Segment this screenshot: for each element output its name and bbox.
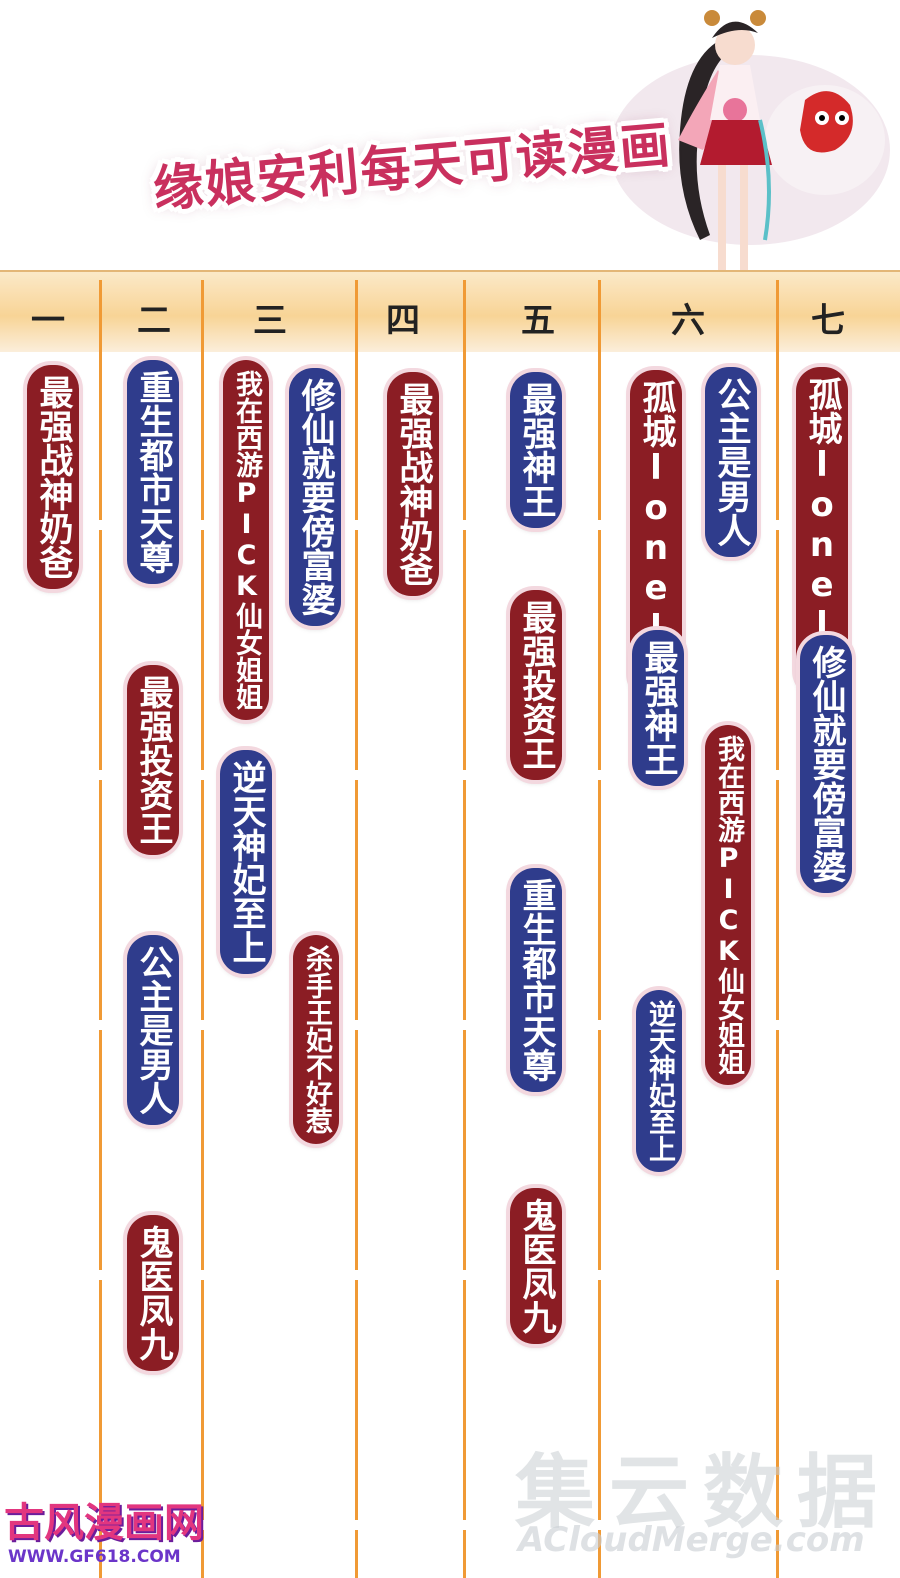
watermark-url: ACloudMerge.com bbox=[518, 1520, 865, 1560]
manga-tag[interactable]: 重生都市天尊 bbox=[510, 868, 562, 1092]
manga-tag[interactable]: 我在西游PICK仙女姐姐 bbox=[705, 725, 751, 1085]
site-logo[interactable]: 古风漫画网 bbox=[4, 1500, 204, 1546]
column-divider bbox=[99, 280, 102, 1578]
manga-tag[interactable]: 逆天神妃至上 bbox=[220, 750, 272, 974]
manga-tag[interactable]: 孤城lonely bbox=[796, 367, 848, 695]
banner-title: 缘娘安利每天可读漫画 bbox=[150, 115, 675, 219]
manga-tag[interactable]: 最强投资王 bbox=[510, 590, 562, 780]
day-label-fri: 五 bbox=[521, 301, 555, 341]
column-divider bbox=[463, 280, 466, 1578]
weekday-header-bar bbox=[0, 270, 900, 352]
manga-tag[interactable]: 最强神王 bbox=[510, 372, 562, 528]
manga-tag[interactable]: 杀手王妃不好惹 bbox=[293, 935, 339, 1144]
manga-tag[interactable]: 最强投资王 bbox=[127, 665, 179, 855]
manga-tag[interactable]: 重生都市天尊 bbox=[127, 360, 179, 584]
manga-tag[interactable]: 鬼医凤九 bbox=[510, 1188, 562, 1344]
manga-tag[interactable]: 我在西游PICK仙女姐姐 bbox=[223, 360, 269, 720]
column-divider bbox=[598, 280, 601, 1578]
manga-tag[interactable]: 最强战神奶爸 bbox=[387, 372, 439, 596]
site-url[interactable]: WWW.GF618.COM bbox=[8, 1547, 181, 1567]
manga-tag[interactable]: 公主是男人 bbox=[127, 935, 179, 1125]
watermark-text: 集云数据 bbox=[515, 1446, 891, 1539]
day-label-mon: 一 bbox=[31, 301, 65, 341]
column-divider bbox=[355, 280, 358, 1578]
day-label-tue: 二 bbox=[137, 301, 171, 341]
manga-tag[interactable]: 公主是男人 bbox=[705, 367, 757, 557]
manga-tag[interactable]: 逆天神妃至上 bbox=[636, 990, 682, 1172]
column-divider bbox=[776, 280, 779, 1578]
day-label-sun: 七 bbox=[811, 301, 845, 341]
column-divider bbox=[201, 280, 204, 1578]
manga-tag[interactable]: 修仙就要傍富婆 bbox=[800, 635, 852, 893]
manga-tag[interactable]: 鬼医凤九 bbox=[127, 1215, 179, 1371]
day-label-sat: 六 bbox=[671, 301, 705, 341]
manga-tag[interactable]: 修仙就要傍富婆 bbox=[289, 368, 341, 626]
manga-tag[interactable]: 最强战神奶爸 bbox=[27, 365, 79, 589]
day-label-wed: 三 bbox=[253, 301, 287, 341]
manga-tag[interactable]: 最强神王 bbox=[632, 630, 684, 786]
day-label-thu: 四 bbox=[386, 301, 420, 341]
mascot-illustration bbox=[610, 10, 890, 295]
